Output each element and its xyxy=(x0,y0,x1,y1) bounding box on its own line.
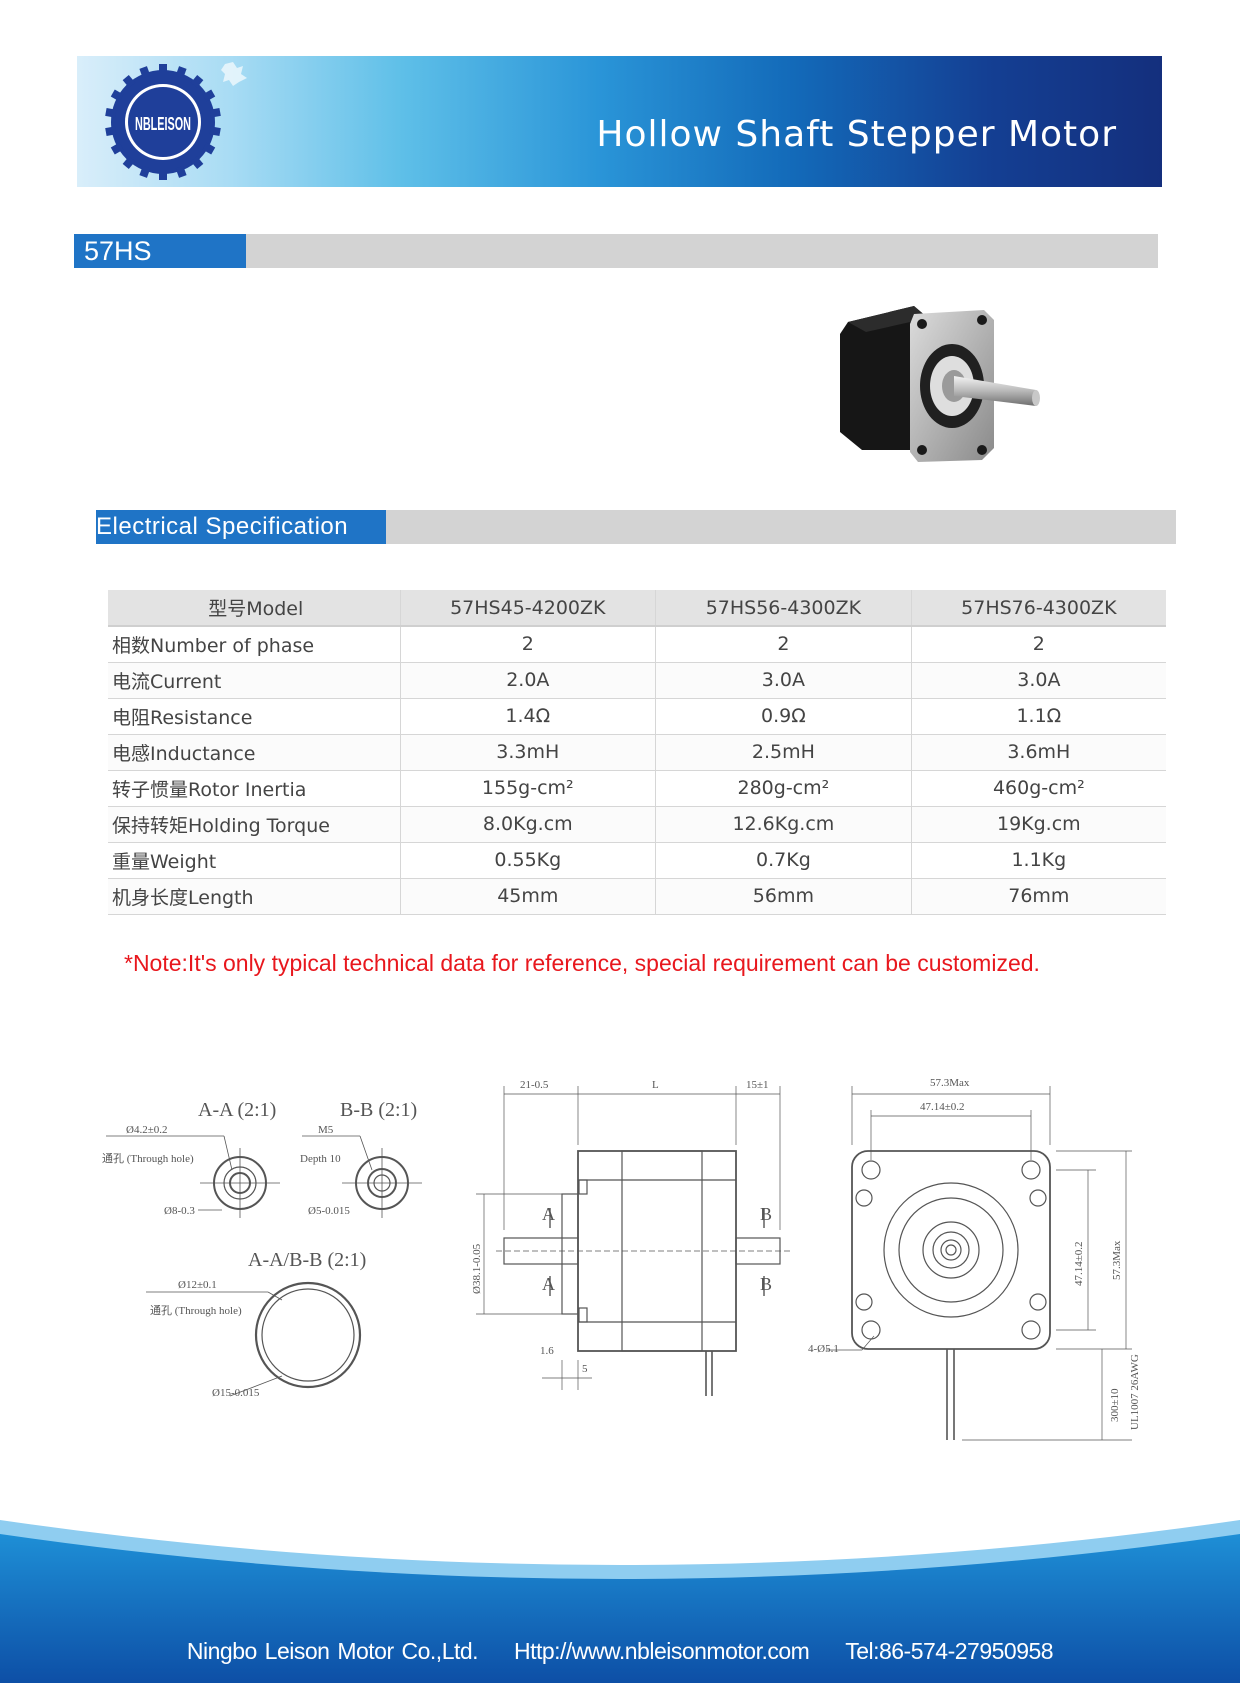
dim-label: 5 xyxy=(582,1363,588,1375)
dim-label: Ø38.1-0.05 xyxy=(471,1243,483,1294)
dim-label: 57.3Max xyxy=(930,1077,970,1089)
dim-label: 21-0.5 xyxy=(520,1079,549,1091)
table-cell: 1.4Ω xyxy=(399,698,656,735)
table-cell: 3.3mH xyxy=(399,734,656,771)
dim-label: Ø15-0.015 xyxy=(212,1387,260,1399)
table-cell: 2.0A xyxy=(399,662,656,699)
table-row: 机身长度Length 45mm 56mm 76mm xyxy=(108,878,1166,915)
dim-label: UL1007 26AWG xyxy=(1129,1354,1141,1430)
table-cell: 2 xyxy=(910,626,1166,663)
dim-label: 57.3Max xyxy=(1111,1240,1123,1280)
row-label: 重量Weight xyxy=(108,842,400,879)
dim-label: M5 xyxy=(318,1124,334,1136)
footer-url[interactable]: Http://www.nbleisonmotor.com xyxy=(513,1638,810,1664)
table-row: 重量Weight 0.55Kg 0.7Kg 1.1Kg xyxy=(108,842,1166,879)
row-label: 相数Number of phase xyxy=(108,626,400,663)
section-marker: A xyxy=(542,1204,555,1224)
motor-image xyxy=(840,306,1040,462)
electrical-section-bar: Electrical Specification xyxy=(96,510,1176,544)
dim-label: L xyxy=(652,1079,659,1091)
column-header: 型号Model xyxy=(108,590,400,627)
row-label: 转子惯量Rotor Inertia xyxy=(108,770,400,807)
section-marker: B xyxy=(760,1274,772,1294)
section-aabb-label: A-A/B-B (2:1) xyxy=(248,1249,366,1271)
table-header-row: 型号Model 57HS45-4200ZK 57HS56-4300ZK 57HS… xyxy=(108,590,1166,627)
column-header: 57HS76-4300ZK xyxy=(910,590,1166,627)
header-banner: NBLEISON Hollow Shaft Stepper Motor xyxy=(77,56,1162,187)
dim-label: 47.14±0.2 xyxy=(1073,1241,1085,1286)
table-cell: 0.55Kg xyxy=(399,842,656,879)
table-cell: 1.1Kg xyxy=(910,842,1166,879)
dim-label: Depth 10 xyxy=(300,1153,341,1165)
row-label: 电感Inductance xyxy=(108,734,400,771)
map-icon xyxy=(221,62,247,86)
table-cell: 280g-cm² xyxy=(655,770,912,807)
row-label: 电阻Resistance xyxy=(108,698,400,735)
table-row: 转子惯量Rotor Inertia 155g-cm² 280g-cm² 460g… xyxy=(108,770,1166,807)
dim-label: 47.14±0.2 xyxy=(920,1101,965,1113)
dim-label: 300±10 xyxy=(1109,1388,1121,1422)
section-marker: A xyxy=(542,1274,555,1294)
series-label: 57HS xyxy=(74,234,246,268)
table-cell: 0.7Kg xyxy=(655,842,912,879)
table-cell: 2 xyxy=(399,626,656,663)
column-header: 57HS45-4200ZK xyxy=(399,590,656,627)
dim-label: 通孔 (Through hole) xyxy=(150,1304,242,1317)
dim-label: Ø12±0.1 xyxy=(178,1279,217,1291)
electrical-section-title: Electrical Specification xyxy=(96,510,386,544)
table-cell: 12.6Kg.cm xyxy=(655,806,912,843)
table-row: 电阻Resistance 1.4Ω 0.9Ω 1.1Ω xyxy=(108,698,1166,735)
table-row: 保持转矩Holding Torque 8.0Kg.cm 12.6Kg.cm 19… xyxy=(108,806,1166,843)
table-cell: 76mm xyxy=(910,878,1166,915)
dim-label: 1.6 xyxy=(540,1345,554,1357)
table-cell: 45mm xyxy=(399,878,656,915)
table-cell: 56mm xyxy=(655,878,912,915)
nbleison-logo: NBLEISON xyxy=(105,64,221,180)
table-cell: 2 xyxy=(655,626,912,663)
section-marker: B xyxy=(760,1204,772,1224)
column-header: 57HS56-4300ZK xyxy=(655,590,912,627)
dim-label: Ø8-0.3 xyxy=(164,1205,195,1217)
note-text: *Note:It's only typical technical data f… xyxy=(124,950,1040,976)
dim-label: 4-Ø5.1 xyxy=(808,1343,839,1355)
dim-label: Ø4.2±0.2 xyxy=(126,1124,167,1136)
table-cell: 0.9Ω xyxy=(655,698,912,735)
dim-label: 15±1 xyxy=(746,1079,769,1091)
row-label: 机身长度Length xyxy=(108,878,400,915)
series-bar: 57HS xyxy=(74,234,1158,268)
dimension-drawing: A-A (2:1) B-B (2:1) A-A/B-B (2:1) Ø4.2±0… xyxy=(102,1077,1141,1441)
dim-label: Ø5-0.015 xyxy=(308,1205,350,1217)
logo-text: NBLEISON xyxy=(135,114,191,134)
row-label: 电流Current xyxy=(108,662,400,699)
footer-contact: Ningbo Leison Motor Co.,Ltd. Http://www.… xyxy=(0,1638,1240,1665)
table-cell: 3.0A xyxy=(655,662,912,699)
footer-wave xyxy=(0,1520,1240,1683)
row-label: 保持转矩Holding Torque xyxy=(108,806,400,843)
technical-drawings: A-A (2:1) B-B (2:1) A-A/B-B (2:1) Ø4.2±0… xyxy=(92,1060,1152,1460)
table-cell: 3.6mH xyxy=(910,734,1166,771)
footer-tel: Tel:86-574-27950958 xyxy=(845,1638,1054,1664)
table-cell: 8.0Kg.cm xyxy=(399,806,656,843)
footer-company: Ningbo Leison Motor Co.,Ltd. xyxy=(186,1638,479,1664)
table-row: 电流Current 2.0A 3.0A 3.0A xyxy=(108,662,1166,699)
spec-table: 型号Model 57HS45-4200ZK 57HS56-4300ZK 57HS… xyxy=(108,590,1166,915)
table-row: 相数Number of phase 2 2 2 xyxy=(108,626,1166,663)
table-cell: 3.0A xyxy=(910,662,1166,699)
section-bb-label: B-B (2:1) xyxy=(340,1099,417,1121)
table-cell: 1.1Ω xyxy=(910,698,1166,735)
table-cell: 2.5mH xyxy=(655,734,912,771)
dim-label: 通孔 (Through hole) xyxy=(102,1152,194,1165)
table-cell: 19Kg.cm xyxy=(910,806,1166,843)
table-row: 电感Inductance 3.3mH 2.5mH 3.6mH xyxy=(108,734,1166,771)
table-cell: 460g-cm² xyxy=(910,770,1166,807)
table-cell: 155g-cm² xyxy=(399,770,656,807)
section-aa-label: A-A (2:1) xyxy=(198,1099,276,1121)
page-title: Hollow Shaft Stepper Motor xyxy=(596,114,1117,155)
